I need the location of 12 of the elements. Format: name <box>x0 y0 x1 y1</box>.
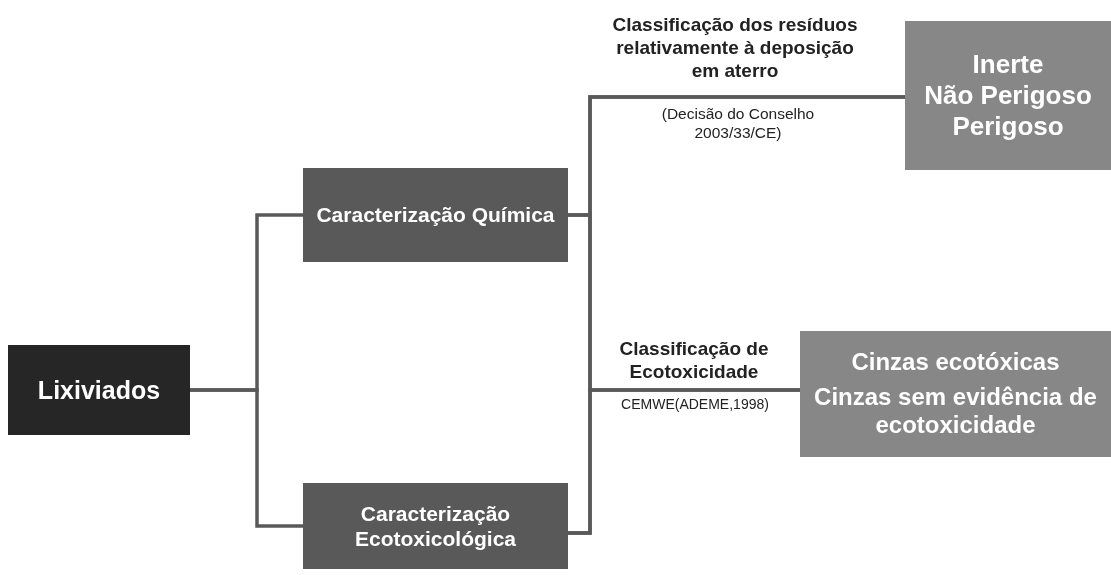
box-text: Cinzas sem evidência de ecotoxicidade <box>813 382 1098 441</box>
source-box: Lixiviados <box>8 345 190 435</box>
connector-line <box>190 388 303 528</box>
box-text: Cinzas ecotóxicas <box>851 347 1060 377</box>
result-box <box>905 21 1111 170</box>
box-text: Perigoso <box>952 111 1064 143</box>
process-box: Caracterização Ecotoxicológica <box>303 483 568 569</box>
box-text: Não Perigoso <box>924 79 1092 112</box>
connector-line <box>568 388 800 535</box>
box-text: Inerte <box>972 48 1044 80</box>
result-box <box>800 331 1111 457</box>
process-box: Caracterização Química <box>303 168 568 262</box>
